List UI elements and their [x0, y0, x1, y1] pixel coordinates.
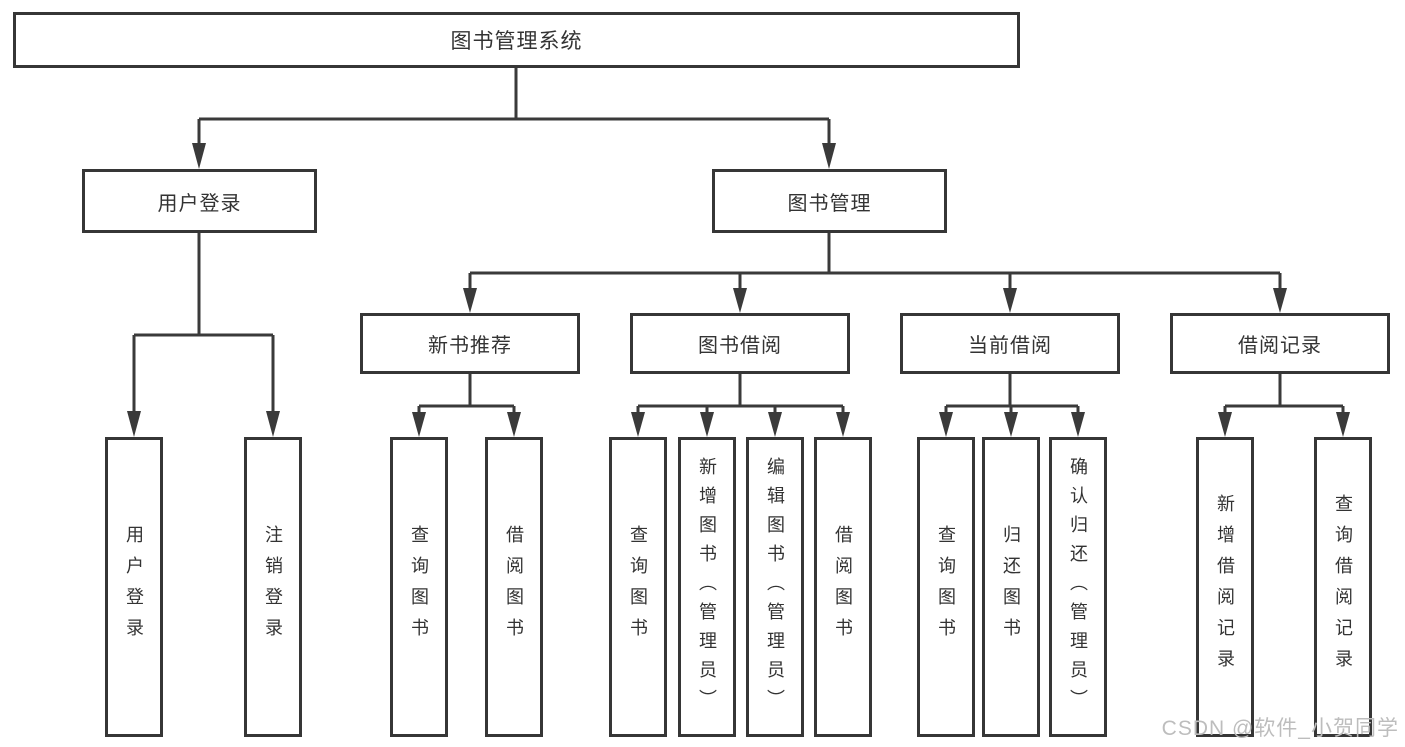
leaf-add-books-admin: 新增图书（管理员）	[678, 437, 736, 737]
leaf-borrow-books: 借阅图书	[814, 437, 872, 737]
leaf-query-books-borrow: 查询图书	[609, 437, 667, 737]
arrowhead	[939, 412, 953, 437]
node-label: 编辑图书（管理员）	[765, 456, 785, 718]
arrowhead	[700, 412, 714, 437]
node-label: 图书管理系统	[450, 30, 583, 53]
csdn-watermark: CSDN @软件_小贺同学	[1161, 717, 1399, 740]
arrowhead	[266, 411, 280, 437]
arrowhead	[412, 412, 426, 437]
node-label: 查询借阅记录	[1333, 494, 1353, 680]
node-label: 注销登录	[263, 525, 283, 649]
arrowhead	[1003, 288, 1017, 313]
leaf-query-borrow-record: 查询借阅记录	[1314, 437, 1372, 737]
arrowhead	[733, 288, 747, 313]
node-label: 用户登录	[124, 525, 144, 649]
leaf-logout: 注销登录	[244, 437, 302, 737]
node-new-book-recommend: 新书推荐	[360, 313, 580, 374]
arrowhead	[836, 412, 850, 437]
node-label: 查询图书	[409, 525, 429, 649]
node-label: 用户登录	[157, 192, 242, 215]
node-label: 借阅记录	[1238, 335, 1322, 357]
connector-root-to-level2	[197, 68, 831, 145]
node-label: 新书推荐	[428, 335, 512, 357]
leaf-query-books-current: 查询图书	[917, 437, 975, 737]
arrowhead	[127, 411, 141, 437]
connector-bookmgmt-to-level3	[468, 233, 1282, 290]
node-root-system: 图书管理系统	[13, 12, 1020, 68]
arrowhead	[1336, 412, 1350, 437]
node-label: 借阅图书	[833, 525, 853, 649]
connector-borrow-children	[636, 374, 845, 414]
arrowhead	[507, 412, 521, 437]
node-borrow-records: 借阅记录	[1170, 313, 1390, 374]
arrowhead	[631, 412, 645, 437]
node-label: 新增图书（管理员）	[697, 456, 717, 718]
leaf-query-books-recommend: 查询图书	[390, 437, 448, 737]
node-label: 图书管理	[787, 192, 872, 215]
arrowhead	[1004, 412, 1018, 437]
leaf-borrow-books-recommend: 借阅图书	[485, 437, 543, 737]
node-book-management: 图书管理	[712, 169, 947, 233]
node-label: 图书借阅	[698, 335, 782, 357]
arrowhead	[463, 288, 477, 313]
node-user-login-branch: 用户登录	[82, 169, 317, 233]
connector-userlogin-children	[132, 233, 275, 413]
leaf-add-borrow-record: 新增借阅记录	[1196, 437, 1254, 737]
leaf-user-login: 用户登录	[105, 437, 163, 737]
connector-current-children	[944, 374, 1080, 414]
node-label: 查询图书	[628, 525, 648, 649]
node-label: 借阅图书	[504, 525, 524, 649]
connector-newbooks-children	[417, 374, 516, 414]
leaf-return-books: 归还图书	[982, 437, 1040, 737]
arrowhead	[1218, 412, 1232, 437]
node-label: 新增借阅记录	[1215, 494, 1235, 680]
arrowhead	[768, 412, 782, 437]
arrowhead	[822, 143, 836, 169]
node-label: 确认归还（管理员）	[1068, 456, 1088, 718]
node-label: 查询图书	[936, 525, 956, 649]
arrowhead	[1273, 288, 1287, 313]
node-book-borrow: 图书借阅	[630, 313, 850, 374]
node-label: 归还图书	[1001, 525, 1021, 649]
node-label: 当前借阅	[968, 335, 1052, 357]
leaf-edit-books-admin: 编辑图书（管理员）	[746, 437, 804, 737]
connector-records-children	[1223, 374, 1345, 414]
leaf-confirm-return-admin: 确认归还（管理员）	[1049, 437, 1107, 737]
node-current-borrow: 当前借阅	[900, 313, 1120, 374]
arrowhead	[192, 143, 206, 169]
arrowhead	[1071, 412, 1085, 437]
